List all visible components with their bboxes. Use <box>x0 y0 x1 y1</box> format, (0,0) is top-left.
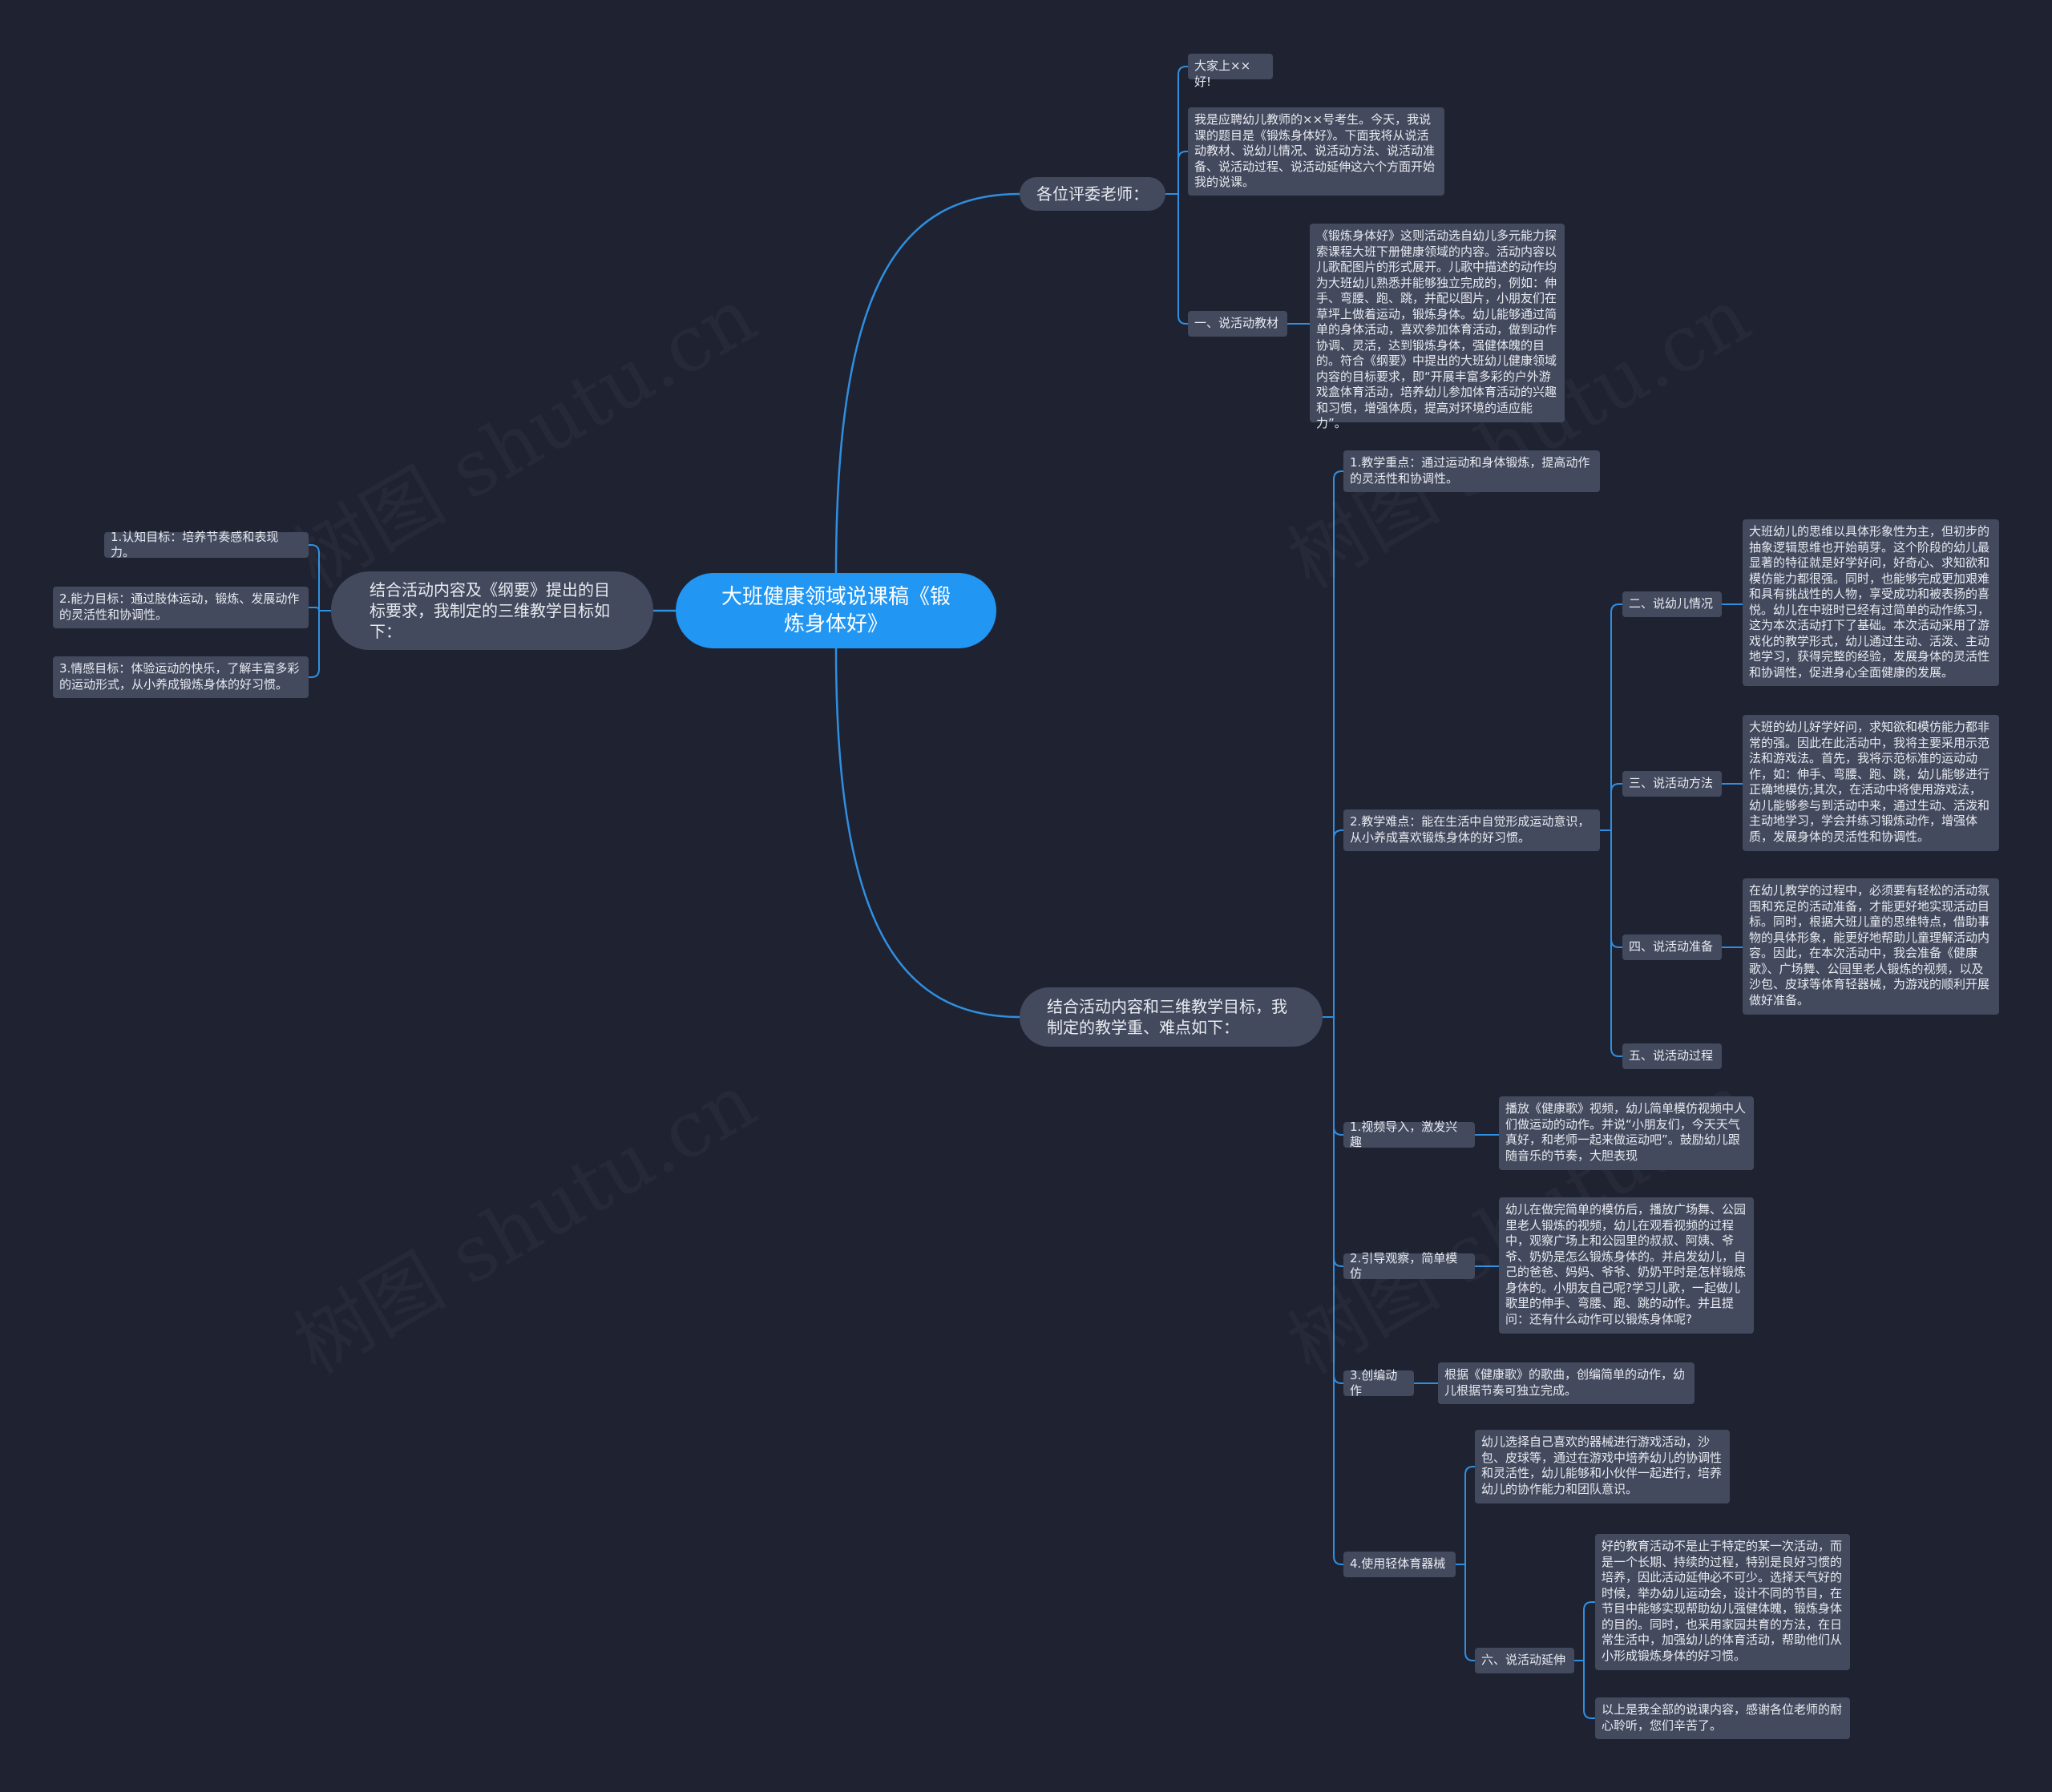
node-section-materials[interactable]: 一、说活动教材 <box>1188 311 1287 337</box>
node-step-create-detail[interactable]: 根据《健康歌》的歌曲，创编简单的动作，幼儿根据节奏可独立完成。 <box>1438 1362 1695 1404</box>
node-objective-ability[interactable]: 2.能力目标：通过肢体运动，锻炼、发展动作的灵活性和协调性。 <box>53 587 309 628</box>
node-hello[interactable]: 大家上××好! <box>1188 54 1273 89</box>
node-section-extension[interactable]: 六、说活动延伸 <box>1475 1648 1574 1673</box>
node-teaching-focus[interactable]: 1.教学重点：通过运动和身体锻炼，提高动作的灵活性和协调性。 <box>1343 450 1600 492</box>
link-b3b-3 <box>1610 830 1622 1057</box>
link-b2-2 <box>309 611 320 678</box>
node-introduction[interactable]: 我是应聘幼儿教师的××号考生。今天，我说课的题目是《锻炼身体好》。下面我将从说活… <box>1188 107 1444 196</box>
node-extension-detail[interactable]: 好的教育活动不是止于特定的某一次活动，而是一个长期、持续的过程，特别是良好习惯的… <box>1595 1534 1850 1670</box>
node-objective-emotional[interactable]: 3.情感目标：体验运动的快乐，了解丰富多彩的运动形式，从小养成锻炼身体的好习惯。 <box>53 656 309 698</box>
node-objective-cognitive[interactable]: 1.认知目标：培养节奏感和表现力。 <box>104 530 309 559</box>
link-b3b-2 <box>1610 830 1622 948</box>
node-section-children[interactable]: 二、说幼儿情况 <box>1622 591 1722 617</box>
link-b3b-1 <box>1610 783 1622 830</box>
branch-key-points[interactable]: 结合活动内容和三维教学目标，我制定的教学重、难点如下： <box>1020 987 1323 1047</box>
link-b3f-0 <box>1464 1466 1475 1564</box>
link-b2-1 <box>309 607 320 611</box>
branch-judges-greeting[interactable]: 各位评委老师： <box>1020 177 1165 211</box>
link-b3-2 <box>1333 1017 1343 1136</box>
link-root-b1 <box>834 192 1020 574</box>
node-children-detail[interactable]: 大班幼儿的思维以具体形象性为主，但初步的抽象逻辑思维也开始萌芽。这个阶段的幼儿最… <box>1743 519 1999 686</box>
node-methods-detail[interactable]: 大班的幼儿好学好问，求知欲和模仿能力都非常的强。因此在此活动中，我将主要采用示范… <box>1743 715 1999 851</box>
link-b3f-1 <box>1464 1564 1475 1661</box>
link-b3f2-0 <box>1583 1601 1595 1661</box>
node-teaching-difficulty[interactable]: 2.教学难点：能在生活中自觉形成运动意识，从小养成喜欢锻炼身体的好习惯。 <box>1343 809 1600 851</box>
node-preparation-detail[interactable]: 在幼儿教学的过程中，必须要有轻松的活动氛围和充足的活动准备，才能更好地实现活动目… <box>1743 878 1999 1015</box>
node-section-methods[interactable]: 三、说活动方法 <box>1622 771 1722 797</box>
link-b3f2-1 <box>1583 1661 1595 1719</box>
node-materials-detail[interactable]: 《锻炼身体好》这则活动选自幼儿多元能力探索课程大班下册健康领域的内容。活动内容以… <box>1310 224 1565 430</box>
link-b1-1 <box>1177 151 1188 194</box>
link-b2-0 <box>309 544 320 611</box>
node-step-create[interactable]: 3.创编动作 <box>1343 1368 1414 1398</box>
node-step-equipment-detail[interactable]: 幼儿选择自己喜欢的器械进行游戏活动，沙包、皮球等，通过在游戏中培养幼儿的协调性和… <box>1475 1430 1730 1503</box>
link-b3-4 <box>1333 1017 1343 1384</box>
node-step-observe[interactable]: 2.引导观察，简单模仿 <box>1343 1251 1475 1281</box>
node-step-equipment[interactable]: 4.使用轻体育器械 <box>1343 1552 1456 1577</box>
link-b3-5 <box>1333 1017 1343 1565</box>
node-closing-remarks[interactable]: 以上是我全部的说课内容，感谢各位老师的耐心聆听，您们辛苦了。 <box>1595 1697 1850 1739</box>
root-topic[interactable]: 大班健康领域说课稿《锻炼身体好》 <box>676 573 996 648</box>
link-b3-3 <box>1333 1017 1343 1267</box>
link-b1-2 <box>1177 194 1188 325</box>
link-b3b-0 <box>1610 603 1622 830</box>
node-section-process[interactable]: 五、说活动过程 <box>1622 1043 1722 1069</box>
node-step-video-detail[interactable]: 播放《健康歌》视频，幼儿简单模仿视频中人们做运动的动作。并说“小朋友们，今天天气… <box>1499 1096 1754 1170</box>
node-section-preparation[interactable]: 四、说活动准备 <box>1622 934 1722 960</box>
link-b3-1 <box>1333 829 1343 1017</box>
link-root-b3 <box>834 648 1020 1019</box>
node-step-observe-detail[interactable]: 幼儿在做完简单的模仿后，播放广场舞、公园里老人锻炼的视频，幼儿在观看视频的过程中… <box>1499 1197 1754 1334</box>
node-step-video[interactable]: 1.视频导入，激发兴趣 <box>1343 1120 1475 1149</box>
link-b3-0 <box>1333 470 1343 1017</box>
link-b1-0 <box>1177 66 1188 194</box>
branch-objectives[interactable]: 结合活动内容及《纲要》提出的目标要求，我制定的三维教学目标如下： <box>331 571 653 650</box>
